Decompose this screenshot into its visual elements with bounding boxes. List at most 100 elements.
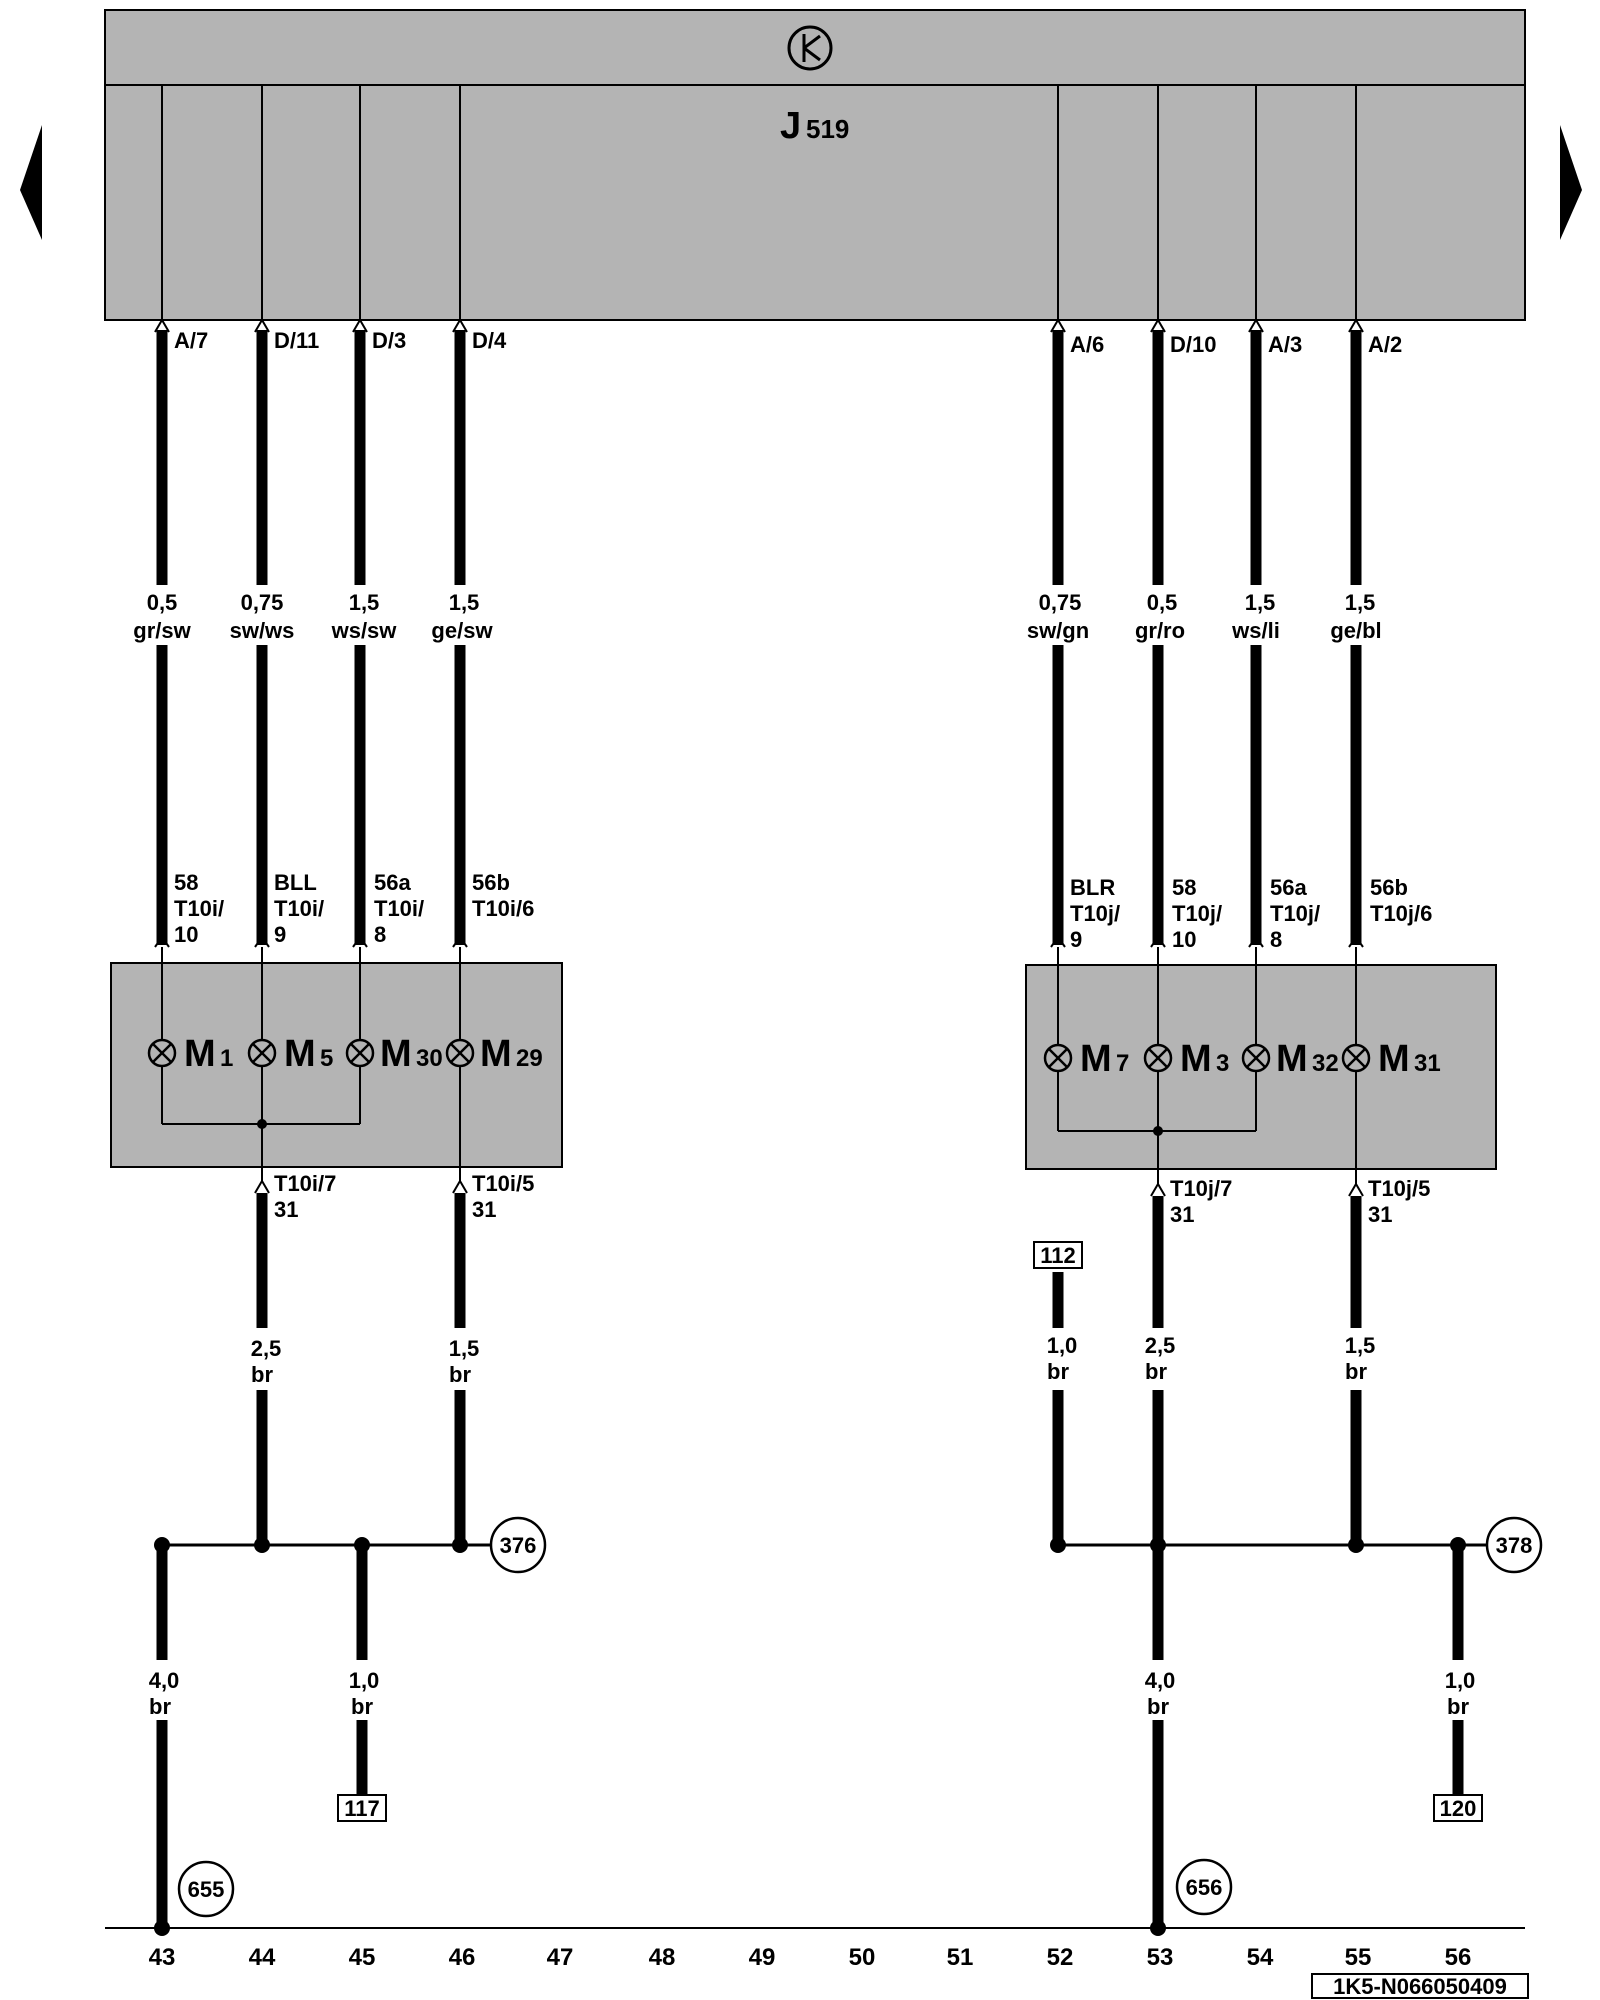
junction-dots — [154, 1537, 1466, 1936]
ground-number: 31 — [274, 1197, 298, 1222]
column-number: 45 — [349, 1944, 376, 1971]
terminal-name: 56a — [1270, 875, 1307, 900]
svg-text:656: 656 — [1186, 1875, 1223, 1900]
ref-box-120[interactable]: 120 — [1433, 1794, 1483, 1822]
wire-color: sw/gn — [1027, 618, 1089, 643]
control-module-j519: J 519 — [104, 9, 1526, 321]
svg-text:117[interactable]: 117 — [344, 1796, 380, 1821]
wire-color: ge/sw — [431, 618, 493, 643]
ref-box-112[interactable]: 112 — [1033, 1241, 1083, 1269]
svg-text:120[interactable]: 120 — [1440, 1796, 1477, 1821]
column-number: 54 — [1247, 1944, 1274, 1971]
bulb-label: M — [1378, 1038, 1410, 1080]
wire-color: br — [1147, 1694, 1169, 1719]
terminal-connector: T10j/6 — [1370, 901, 1432, 926]
bulb-icon — [1143, 1043, 1173, 1073]
prev-page-arrow-icon[interactable] — [20, 125, 42, 240]
svg-text:655: 655 — [188, 1877, 225, 1902]
bulb-icon — [247, 1038, 277, 1068]
column-number: 53 — [1147, 1944, 1174, 1971]
column-number: 51 — [947, 1944, 974, 1971]
left-ground-labels: T10i/7 31 T10i/5 31 — [274, 1171, 534, 1222]
wire-size: 4,0 — [149, 1668, 180, 1693]
bulb-icon — [1341, 1043, 1371, 1073]
wire-size: 1,5 — [449, 590, 480, 615]
bulb-subscript: 5 — [320, 1045, 333, 1072]
terminal-pin: 10 — [1172, 927, 1196, 952]
pin-label: A/6 — [1070, 332, 1104, 357]
ground-connector: T10j/5 — [1368, 1176, 1430, 1201]
terminal-connector: T10i/ — [274, 896, 324, 921]
terminal-connector: T10j/ — [1172, 901, 1222, 926]
ground-connector: T10j/7 — [1170, 1176, 1232, 1201]
terminal-name: BLL — [274, 870, 317, 895]
column-number: 46 — [449, 1944, 476, 1971]
earth-point-656: 656 — [1175, 1858, 1233, 1916]
ground-transistor-icon — [787, 25, 833, 71]
ground-point-376: 376 — [489, 1516, 547, 1574]
bulb-label: M — [284, 1033, 316, 1075]
bulb-label: M — [1080, 1038, 1112, 1080]
wire-color: ws/li — [1231, 618, 1280, 643]
ground-number: 31 — [472, 1197, 496, 1222]
terminal-name: BLR — [1070, 875, 1115, 900]
wire-color: sw/ws — [230, 618, 295, 643]
bulb-subscript: 30 — [416, 1045, 443, 1072]
module-name: J — [780, 105, 801, 147]
bulb-subscript: 31 — [1414, 1050, 1441, 1077]
lower-wires — [156, 1193, 1464, 1928]
terminal-pin: 10 — [174, 922, 198, 947]
wire-size: 1,5 — [1345, 1333, 1376, 1358]
ref-box-117[interactable]: 117 — [337, 1794, 387, 1822]
column-number: 52 — [1047, 1944, 1074, 1971]
wire-size: 1,0 — [349, 1668, 380, 1693]
wire-size: 1,0 — [1445, 1668, 1476, 1693]
wire-color: br — [449, 1362, 471, 1387]
ground-number: 31 — [1170, 1202, 1194, 1227]
bulb-label: M — [380, 1033, 412, 1075]
ground-point-378: 378 — [1485, 1516, 1543, 1574]
bulb-subscript: 3 — [1216, 1050, 1229, 1077]
wire-size: 1,5 — [1245, 590, 1276, 615]
bulb-label: M — [1276, 1038, 1308, 1080]
right-pin-labels: A/6 D/10 A/3 A/2 — [1070, 332, 1402, 357]
wire-color: gr/sw — [133, 618, 191, 643]
bulb-icon — [1043, 1043, 1073, 1073]
terminal-connector: T10i/ — [374, 896, 424, 921]
terminal-name: 56b — [1370, 875, 1408, 900]
bulb-label: M — [184, 1033, 216, 1075]
wire-color: br — [351, 1694, 373, 1719]
wire-color: br — [1145, 1359, 1167, 1384]
terminal-name: 58 — [174, 870, 198, 895]
bulb-subscript: 32 — [1312, 1050, 1339, 1077]
wire-color: ws/sw — [331, 618, 398, 643]
wire-color: br — [1447, 1694, 1469, 1719]
next-page-arrow-icon[interactable] — [1560, 125, 1582, 240]
wire-size: 1,5 — [349, 590, 380, 615]
svg-text:112[interactable]: 112 — [1040, 1243, 1076, 1268]
wire-size: 1,5 — [449, 1336, 480, 1361]
wire-color: br — [1345, 1359, 1367, 1384]
terminal-name: 56b — [472, 870, 510, 895]
wire-color: ge/bl — [1330, 618, 1381, 643]
pin-label: D/4 — [472, 328, 507, 353]
column-number: 55 — [1345, 1944, 1372, 1971]
left-upper-wire-labels: 0,5 gr/sw 0,75 sw/ws 1,5 ws/sw 1,5 ge/sw — [133, 590, 493, 643]
terminal-pin: 8 — [1270, 927, 1282, 952]
ground-connector: T10i/5 — [472, 1171, 534, 1196]
wire-color: br — [251, 1362, 273, 1387]
column-number: 44 — [249, 1944, 276, 1971]
column-number: 47 — [547, 1944, 574, 1971]
wire-size: 0,75 — [1039, 590, 1082, 615]
pin-label: D/3 — [372, 328, 406, 353]
bulb-label: M — [480, 1033, 512, 1075]
left-terminal-labels: 58 T10i/ 10 BLL T10i/ 9 56a T10i/ 8 56b … — [174, 870, 534, 947]
terminal-pin: 8 — [374, 922, 386, 947]
wire-color: br — [1047, 1359, 1069, 1384]
terminal-connector: T10i/ — [174, 896, 224, 921]
wire-size: 0,75 — [241, 590, 284, 615]
connector-arrows — [154, 318, 1364, 948]
terminal-name: 56a — [374, 870, 411, 895]
wire-size: 2,5 — [1145, 1333, 1176, 1358]
